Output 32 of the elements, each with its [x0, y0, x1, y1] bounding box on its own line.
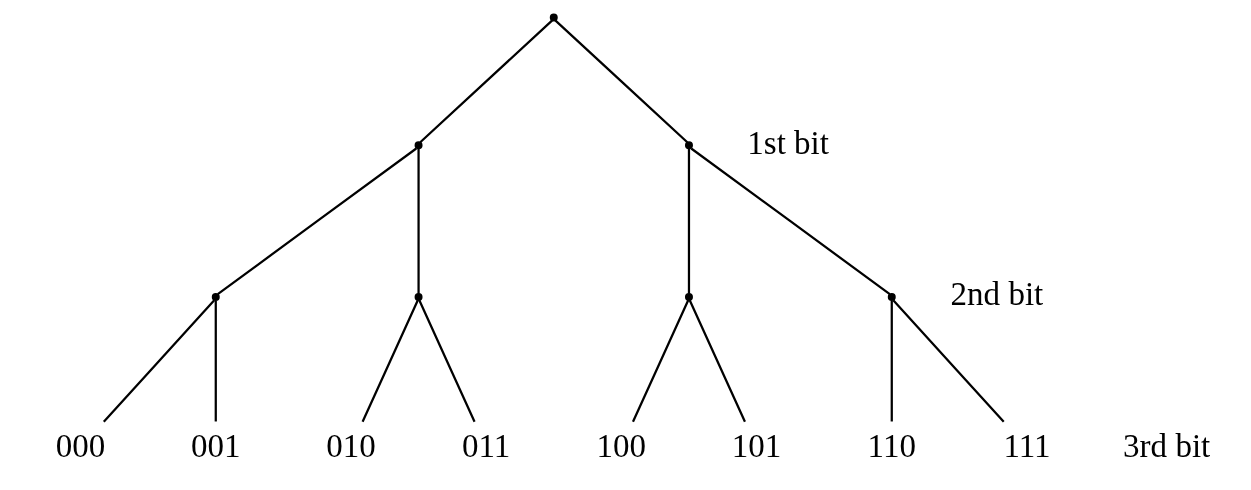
node-text: 011 — [462, 428, 511, 465]
connector — [687, 148, 691, 294]
node-text: 000 — [55, 428, 106, 465]
node-point — [887, 293, 896, 302]
node-text: 111 — [1003, 428, 1051, 465]
connector — [890, 300, 893, 422]
connector — [361, 299, 419, 423]
connector — [892, 299, 1005, 423]
node-text: 110 — [867, 428, 916, 465]
node-text: 010 — [326, 428, 376, 465]
node-point — [549, 13, 558, 22]
node-point — [684, 141, 693, 150]
node-text: 100 — [596, 428, 647, 465]
connector — [417, 148, 420, 294]
node-text: 101 — [731, 428, 782, 465]
node-point — [684, 293, 693, 302]
node-point — [414, 141, 423, 150]
connector — [690, 147, 891, 295]
label: 2nd bit — [950, 276, 1044, 313]
label: 1st bit — [747, 124, 829, 161]
connector — [419, 19, 553, 144]
node-text: 001 — [191, 428, 241, 465]
connector — [217, 147, 417, 295]
connector — [214, 300, 217, 422]
connector — [631, 299, 690, 423]
connector — [102, 299, 216, 423]
connector — [418, 299, 476, 423]
label: 3rd bit — [1123, 428, 1211, 465]
connector — [688, 299, 746, 423]
node-point — [414, 293, 423, 302]
node-point — [211, 293, 220, 302]
connector — [554, 19, 689, 144]
